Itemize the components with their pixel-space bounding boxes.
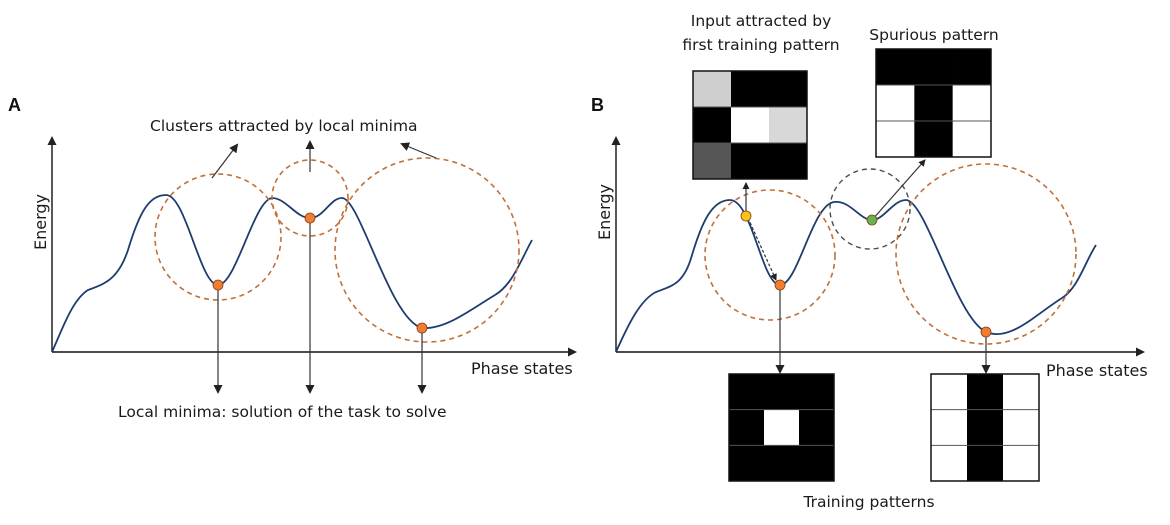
panel-a-cluster-circle-1: [154, 173, 282, 301]
panel-a-cluster-circle-3: [334, 157, 520, 343]
pattern-cell: [693, 143, 732, 180]
spurious-pattern-grid: [875, 48, 992, 158]
pattern-cell: [731, 107, 770, 144]
pattern-cell: [769, 143, 808, 180]
panel-a-minimum-point-2: [304, 212, 316, 224]
pattern-cell: [764, 374, 800, 410]
pattern-cell: [769, 71, 808, 108]
training-pattern-1-grid: [728, 373, 835, 482]
pattern-cell: [914, 85, 953, 122]
panel-b-input-point: [740, 210, 752, 222]
panel-a: A Energy Phase states Clusters attracted…: [8, 95, 577, 421]
panel-b-spurious-point: [866, 214, 878, 226]
pattern-cell: [876, 49, 915, 86]
pattern-cell: [967, 409, 1004, 446]
training-pattern-2-grid: [930, 373, 1040, 482]
pattern-cell: [914, 121, 953, 158]
pattern-cell: [693, 107, 732, 144]
pattern-cell: [693, 71, 732, 108]
panel-b-energy-curve: [615, 199, 1097, 353]
panel-a-letter: A: [8, 95, 21, 115]
pattern-cell: [769, 107, 808, 144]
pattern-cell: [931, 409, 968, 446]
input-pattern-grid: [692, 70, 808, 180]
panel-b-input-label-line2: first training pattern: [682, 36, 839, 54]
pattern-cell: [931, 445, 968, 482]
pattern-cell: [876, 121, 915, 158]
pattern-cell: [799, 409, 835, 446]
panel-a-cluster-circle-2: [271, 159, 349, 237]
panel-b-minimum-point-1: [774, 279, 786, 291]
panel-b: B Energy Phase states Input attracted by…: [591, 12, 1148, 511]
pattern-border: [692, 70, 808, 180]
pattern-cell: [729, 409, 765, 446]
pattern-cell: [952, 121, 992, 158]
panel-a-x-axis-label: Phase states: [471, 359, 573, 378]
pattern-cell: [952, 85, 992, 122]
pattern-cell: [1003, 409, 1040, 446]
panel-b-cluster-circle-3: [895, 163, 1077, 345]
panel-a-cluster-arrow-1: [211, 143, 239, 179]
panel-b-letter: B: [591, 95, 604, 115]
panel-a-minimum-point-3: [416, 322, 428, 334]
panel-b-spurious-circle: [829, 168, 911, 250]
panel-b-spurious-arrow: [871, 159, 926, 221]
panel-a-y-axis-label: Energy: [31, 194, 50, 250]
panel-b-cluster-circle-1: [704, 189, 836, 321]
pattern-cell: [952, 49, 992, 86]
panel-b-spurious-label: Spurious pattern: [869, 26, 998, 44]
panel-a-cluster-arrow-3: [400, 142, 437, 159]
pattern-border: [930, 373, 1040, 482]
pattern-cell: [876, 85, 915, 122]
pattern-cell: [729, 445, 765, 482]
panel-b-minimum-point-2: [980, 326, 992, 338]
pattern-cell: [967, 445, 1004, 482]
panel-b-y-axis-label: Energy: [595, 184, 614, 240]
pattern-cell: [799, 445, 835, 482]
panel-b-training-label: Training patterns: [802, 493, 934, 511]
panel-a-minimum-point-1: [212, 279, 224, 291]
pattern-cell: [731, 143, 770, 180]
panel-b-descent-arrow: [747, 217, 777, 281]
pattern-cell: [1003, 374, 1040, 410]
panel-a-energy-curve: [51, 194, 533, 353]
pattern-cell: [764, 409, 800, 446]
panel-b-x-axis-label: Phase states: [1046, 361, 1148, 380]
panel-b-input-label-line1: Input attracted by: [691, 12, 832, 30]
pattern-cell: [764, 445, 800, 482]
pattern-border: [875, 48, 992, 158]
panel-a-minima-label: Local minima: solution of the task to so…: [118, 403, 447, 421]
pattern-cell: [729, 374, 765, 410]
pattern-cell: [914, 49, 953, 86]
pattern-cell: [931, 374, 968, 410]
pattern-cell: [799, 374, 835, 410]
pattern-cell: [731, 71, 770, 108]
pattern-cell: [967, 374, 1004, 410]
pattern-border: [728, 373, 835, 482]
pattern-cell: [1003, 445, 1040, 482]
panel-a-clusters-label: Clusters attracted by local minima: [150, 117, 418, 135]
